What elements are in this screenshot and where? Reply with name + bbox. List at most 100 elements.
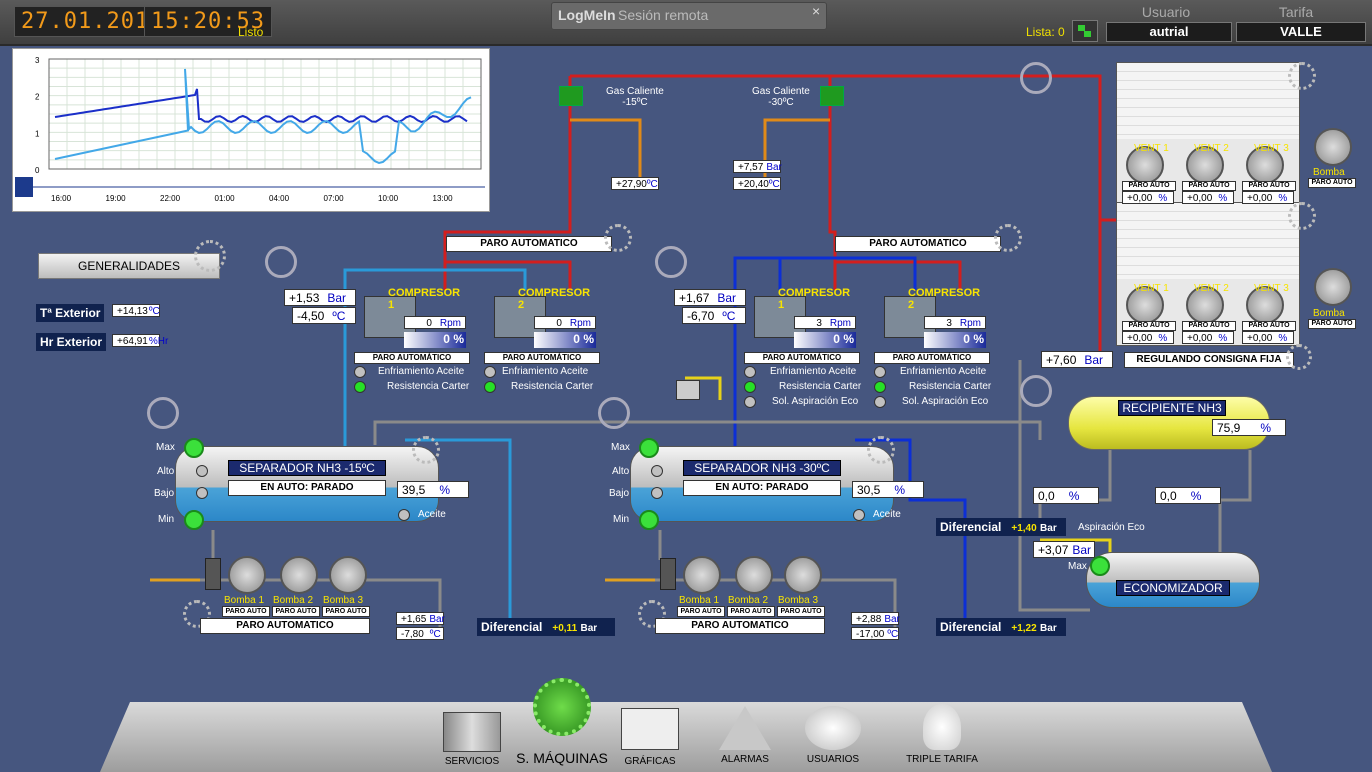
magnifier-icon[interactable]: [1020, 62, 1052, 94]
top-bar: 27.01.2017 15:20:53 Listo LogMeIn Sesión…: [0, 0, 1372, 46]
magnifier-icon[interactable]: [655, 246, 687, 278]
valve-icon[interactable]: [676, 380, 700, 400]
compressor-2-state: PARO AUTOMÁTICO: [484, 352, 600, 364]
recipiente-name: RECIPIENTE NH3: [1118, 400, 1226, 416]
pump-paro-left[interactable]: PARO AUTOMATICO: [200, 618, 370, 634]
pump-icon[interactable]: [228, 556, 266, 594]
pump-icon[interactable]: [735, 556, 773, 594]
fan-icon[interactable]: [1186, 146, 1224, 184]
pump-icon[interactable]: [683, 556, 721, 594]
fan-icon[interactable]: [1246, 286, 1284, 324]
aceite-label: Aceite: [418, 509, 446, 520]
status-dot: [744, 396, 756, 408]
gas-caliente-right: Gas Caliente-30ºC: [752, 86, 810, 108]
gear-icon[interactable]: [994, 224, 1022, 252]
legend-resistencia: Resistencia Carter: [779, 381, 862, 392]
status-dot: [354, 366, 366, 378]
gear-icon[interactable]: [867, 436, 895, 464]
pump-state: PARO AUTO: [677, 606, 725, 617]
x-tick-label: 01:00: [215, 194, 236, 203]
eco-max-label: Max: [1068, 561, 1087, 572]
magnifier-icon[interactable]: [265, 246, 297, 278]
fan-value: +0,00%: [1182, 191, 1234, 204]
status-dot: [853, 509, 865, 521]
fan-label: VENT 2: [1194, 283, 1229, 294]
close-icon[interactable]: ×: [812, 3, 821, 19]
magnifier-icon[interactable]: [598, 397, 630, 429]
generalidades-button[interactable]: GENERALIDADES: [38, 253, 220, 279]
dock-label: ALARMAS: [721, 754, 769, 765]
level-indicator: [184, 510, 204, 530]
gear-icon[interactable]: [1286, 344, 1312, 370]
pump-paro-right[interactable]: PARO AUTOMATICO: [655, 618, 825, 634]
fan-state: PARO AUTO: [1242, 181, 1296, 191]
x-tick-label: 07:00: [324, 194, 345, 203]
status-dot: [744, 366, 756, 378]
fan-state: PARO AUTO: [1122, 181, 1176, 191]
magnifier-icon[interactable]: [1020, 375, 1052, 407]
pump-icon[interactable]: [784, 556, 822, 594]
compressor-load: 0 %: [534, 332, 596, 348]
compressor-title: COMPRESOR 2: [908, 287, 981, 311]
fan-icon[interactable]: [1126, 146, 1164, 184]
alarmas-button[interactable]: ALARMAS: [712, 706, 778, 765]
pump-state: PARO AUTO: [272, 606, 320, 617]
pump-state: PARO AUTO: [322, 606, 370, 617]
pump-icon[interactable]: [1314, 268, 1352, 306]
level-indicator: [196, 487, 208, 499]
network-icon[interactable]: [1072, 20, 1098, 42]
pump-icon[interactable]: [329, 556, 367, 594]
gear-icon[interactable]: [183, 600, 211, 628]
magnifier-icon[interactable]: [147, 397, 179, 429]
fan-value: +0,00%: [1122, 331, 1174, 344]
graficas-button[interactable]: GRÁFICAS: [618, 708, 682, 767]
x-tick-label: 19:00: [106, 194, 127, 203]
legend-enfriamiento: Enfriamiento Aceite: [770, 366, 857, 377]
pump-icon[interactable]: [1314, 128, 1352, 166]
gas-right-value: +20,40ºC: [733, 177, 781, 190]
pump-icon[interactable]: [280, 556, 318, 594]
pump-3-label: Bomba 3: [323, 595, 364, 606]
pump-1-label: Bomba 1: [679, 595, 720, 606]
lista-text: Lista: 0: [1026, 25, 1065, 39]
usuario-label: Usuario: [1141, 4, 1191, 20]
level-alto: Alto: [612, 466, 630, 477]
x-tick-label: 22:00: [160, 194, 181, 203]
gear-icon[interactable]: [1288, 202, 1316, 230]
triple-tarifa-button[interactable]: TRIPLE TARIFA: [902, 704, 982, 765]
usuarios-button[interactable]: USUARIOS: [800, 706, 866, 765]
status-text: Listo: [238, 25, 264, 39]
gear-icon[interactable]: [1288, 62, 1316, 90]
gear-icon[interactable]: [412, 436, 440, 464]
gear-icon: [533, 678, 591, 736]
zoom-icon[interactable]: [15, 177, 33, 197]
valve-right-value: 0,0%: [1155, 487, 1221, 504]
level-indicator: [196, 465, 208, 477]
tarifa-value[interactable]: VALLE: [1236, 22, 1366, 42]
s-maquinas-button[interactable]: S. MÁQUINAS: [514, 678, 610, 766]
fan-value: +0,00%: [1242, 191, 1294, 204]
paro-automatico-right[interactable]: PARO AUTOMATICO: [835, 236, 1001, 252]
fan-icon[interactable]: [1186, 286, 1224, 324]
usuario-value[interactable]: autrial: [1106, 22, 1232, 42]
economizador-name: ECONOMIZADOR: [1116, 580, 1230, 596]
status-dot: [874, 366, 886, 378]
fan-label: VENT 3: [1254, 283, 1289, 294]
fan-state: PARO AUTO: [1242, 321, 1296, 331]
diferencial-right: Diferencial +1,22 Bar: [936, 618, 1066, 636]
valve-icon[interactable]: [820, 86, 844, 106]
servicios-button[interactable]: SERVICIOS: [440, 712, 504, 767]
gear-icon[interactable]: [638, 600, 666, 628]
gear-icon[interactable]: [604, 224, 632, 252]
valve-icon[interactable]: [559, 86, 583, 106]
paro-automatico-left[interactable]: PARO AUTOMATICO: [446, 236, 612, 252]
gear-icon[interactable]: [194, 240, 226, 272]
